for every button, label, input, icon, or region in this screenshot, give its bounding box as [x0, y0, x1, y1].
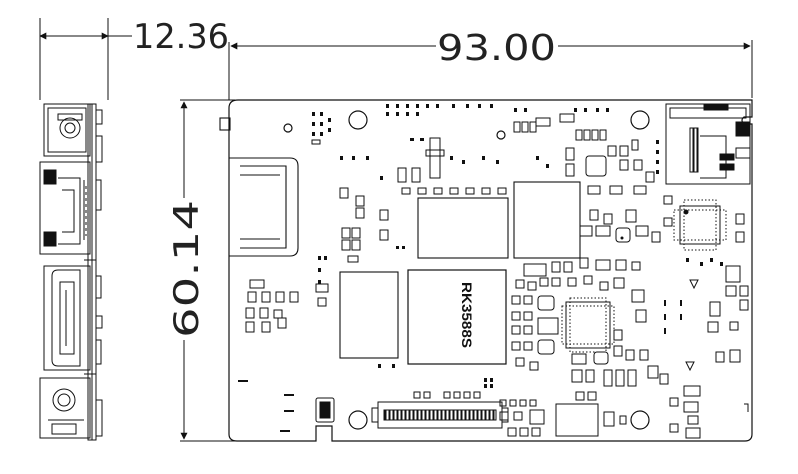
mounting-hole	[348, 410, 368, 430]
side-top-connector	[43, 103, 91, 157]
qfp-chip-right	[673, 199, 727, 251]
board-width-label: 93.00	[437, 28, 556, 69]
side-dc-jack	[39, 377, 91, 439]
side-ethernet-connector	[39, 161, 91, 255]
board-outline	[228, 99, 753, 442]
soc-label: RK3588S	[459, 282, 475, 348]
left-edge-connector	[219, 117, 299, 257]
ram-chip-right	[513, 181, 581, 259]
side-view	[39, 103, 103, 441]
dimension-board-height: 60.14	[167, 99, 235, 442]
fpc-connector	[371, 401, 509, 429]
ram-chip-left	[339, 271, 399, 359]
side-hdmi-connector	[43, 265, 91, 371]
dimension-side-thickness: 12.36	[39, 17, 229, 100]
misc-components	[238, 104, 749, 439]
mounting-hole	[348, 110, 368, 130]
qfn-chip	[561, 297, 615, 353]
side-thickness-label: 12.36	[133, 17, 229, 57]
mounting-hole	[630, 410, 650, 430]
dimension-board-width: 93.00	[228, 28, 753, 100]
soc-package: RK3588S	[407, 269, 507, 365]
ram-chip-top	[417, 197, 509, 259]
board-height-label: 60.14	[167, 200, 207, 338]
mounting-hole	[630, 110, 650, 130]
board-top-view	[228, 99, 753, 442]
memory-chips	[339, 181, 581, 359]
sd-card-slot	[665, 103, 751, 185]
